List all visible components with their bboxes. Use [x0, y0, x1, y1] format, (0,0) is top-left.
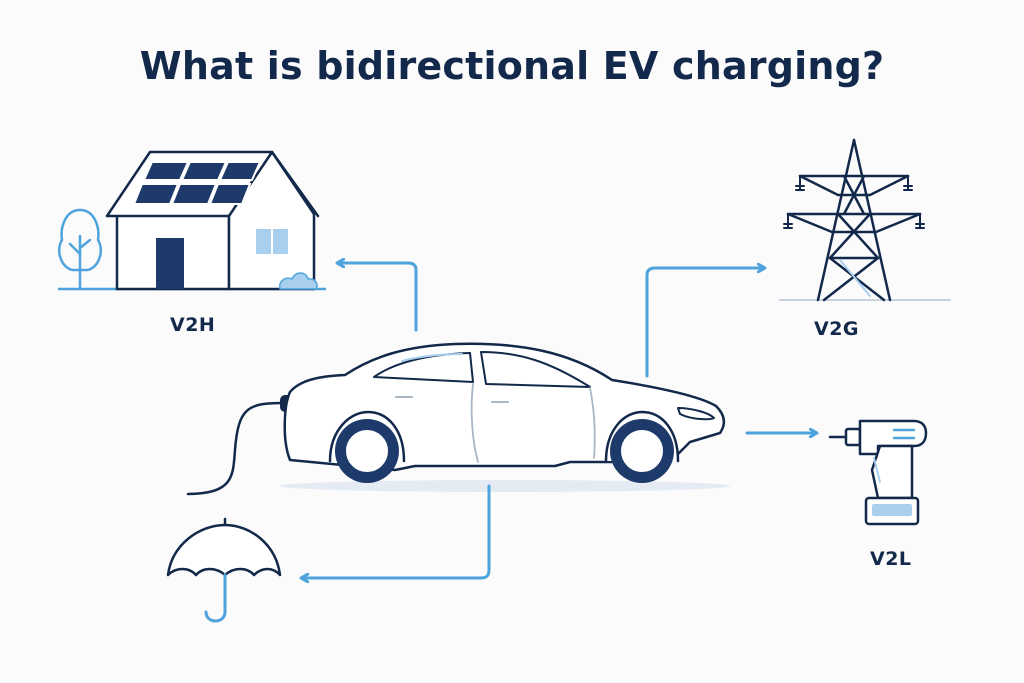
house-with-solar-panels-icon	[58, 150, 326, 291]
tree-icon	[58, 208, 102, 290]
label-v2g: V2G	[814, 318, 860, 340]
label-v2l: V2L	[870, 548, 912, 570]
power-transmission-tower-icon	[779, 138, 951, 302]
umbrella-icon	[166, 517, 282, 623]
house-window	[254, 227, 290, 256]
car-shadow	[280, 480, 730, 492]
rear-wheel	[335, 419, 399, 483]
house-door	[156, 238, 184, 289]
power-drill-icon	[828, 419, 928, 526]
arrow-to-umbrella	[302, 484, 491, 578]
electric-car-icon	[283, 342, 726, 483]
solar-panels	[132, 161, 262, 205]
label-v2h: V2H	[170, 314, 216, 336]
bush	[278, 272, 318, 290]
arrow-to-grid	[645, 268, 764, 378]
front-wheel	[610, 419, 674, 483]
page-title: What is bidirectional EV charging?	[139, 44, 885, 88]
arrow-to-house	[338, 263, 418, 332]
